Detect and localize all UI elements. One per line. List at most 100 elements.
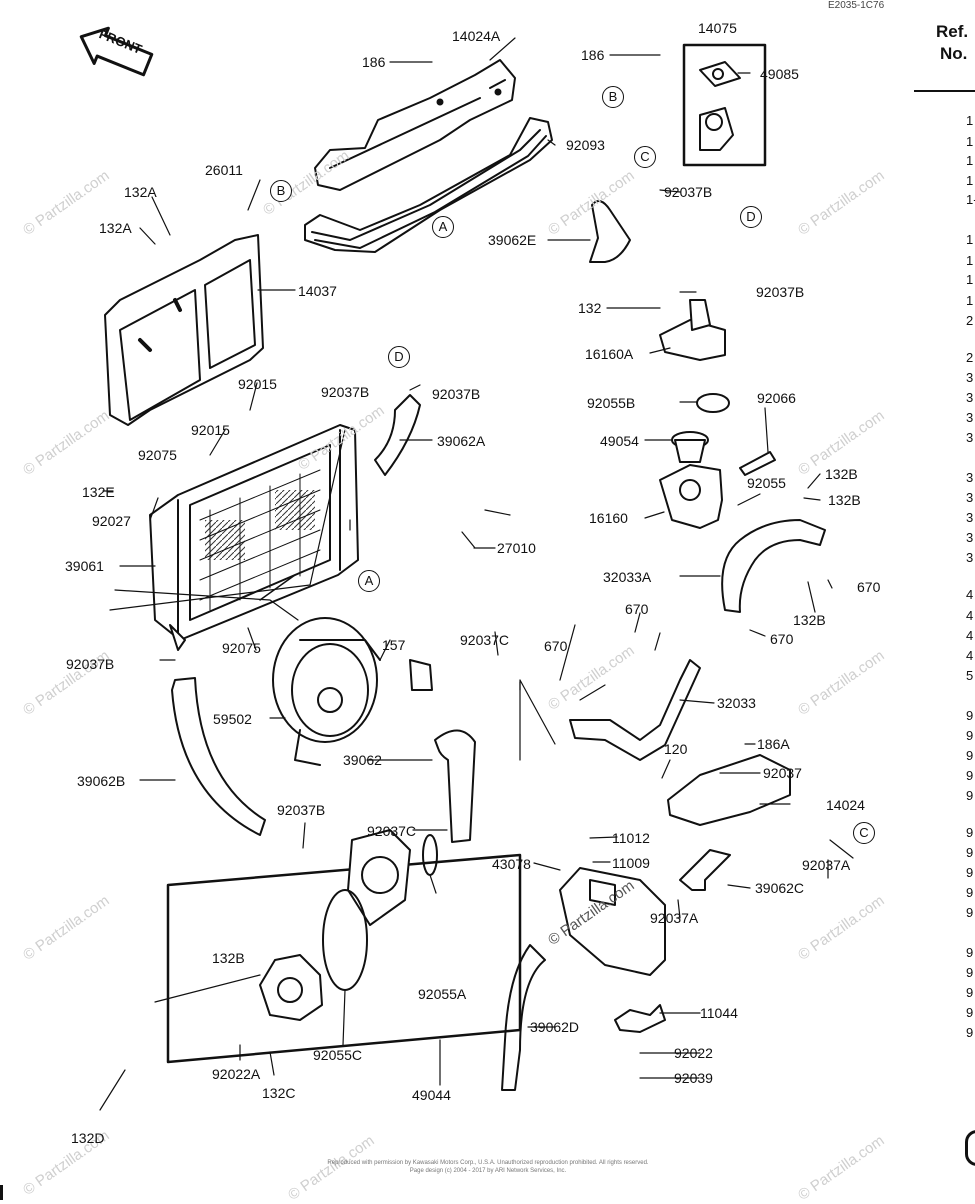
- thermostat-housing-box: [682, 43, 767, 167]
- part-label-16160A: 16160A: [585, 346, 634, 362]
- front-arrow-icon: [79, 26, 154, 77]
- part-label-14037: 14037: [298, 283, 337, 299]
- part-label-92075: 92075: [222, 640, 261, 656]
- ref-number: 9: [966, 788, 974, 803]
- callout-d: D: [740, 206, 762, 228]
- part-label-132B: 132B: [793, 612, 826, 628]
- radiator-grille-part: [104, 234, 264, 426]
- ref-number: 1-: [966, 192, 975, 207]
- part-label-39062D: 39062D: [530, 1019, 580, 1035]
- radiator-cover-part: [314, 59, 516, 191]
- ref-number: 1: [966, 153, 974, 168]
- part-label-49085: 49085: [760, 66, 799, 82]
- ref-number: 1: [966, 293, 974, 308]
- ref-number-column: Ref. No. 11111-1111223333333334444599999…: [912, 0, 975, 1200]
- ref-number: 3: [966, 550, 974, 565]
- ref-number: 9: [966, 845, 974, 860]
- part-label-39061: 39061: [65, 558, 104, 574]
- ref-number: 2: [966, 313, 974, 328]
- ref-number: 1: [966, 134, 974, 149]
- footer-line-2: Page design (c) 2004 - 2017 by ARI Netwo…: [409, 1168, 567, 1174]
- footer-line-1: Reproduced with permission by Kawasaki M…: [327, 1160, 649, 1166]
- ref-number: 3: [966, 470, 974, 485]
- ref-divider: [914, 90, 975, 92]
- ref-number: 9: [966, 885, 974, 900]
- part-label-39062: 39062: [343, 752, 382, 768]
- ref-number: 3: [966, 370, 974, 385]
- part-label-49044: 49044: [412, 1087, 451, 1103]
- callout-c: C: [634, 146, 656, 168]
- part-label-92093: 92093: [566, 137, 605, 153]
- part-label-132B: 132B: [825, 466, 858, 482]
- temperature-sensor-part: [739, 451, 776, 476]
- ref-heading: No.: [940, 44, 968, 63]
- part-label-92037B: 92037B: [756, 284, 805, 300]
- part-label-39062E: 39062E: [488, 232, 537, 248]
- part-label-32033: 32033: [717, 695, 756, 711]
- part-label-92039: 92039: [674, 1070, 713, 1086]
- part-label-92037C: 92037C: [460, 632, 510, 648]
- part-label-132E: 132E: [82, 484, 115, 500]
- thermostat-cap-part: [699, 61, 741, 151]
- ref-number: 3: [966, 530, 974, 545]
- part-label-11009: 11009: [612, 855, 650, 871]
- part-label-39062C: 39062C: [755, 880, 805, 896]
- part-label-43078: 43078: [492, 856, 531, 872]
- hose-39062E-part: [589, 200, 631, 263]
- ref-number: 3: [966, 410, 974, 425]
- callout-a: A: [432, 216, 454, 238]
- part-label-92037B: 92037B: [664, 184, 713, 200]
- o-ring-part: [696, 393, 730, 413]
- ref-number: 9: [966, 905, 974, 920]
- part-label-92037A: 92037A: [802, 857, 851, 873]
- part-label-670: 670: [625, 601, 649, 617]
- part-label-92066: 92066: [757, 390, 796, 406]
- ref-number: 3: [966, 510, 974, 525]
- part-label-132B: 132B: [828, 492, 861, 508]
- part-label-39062B: 39062B: [77, 773, 126, 789]
- ref-number: 9: [966, 768, 974, 783]
- ref-number: 5: [966, 668, 974, 683]
- part-label-14075: 14075: [698, 20, 737, 36]
- part-label-186: 186: [362, 54, 386, 70]
- ref-number: 9: [966, 1005, 974, 1020]
- diagram-code: E2035-1C76: [828, 0, 885, 11]
- hose-39062A-part: [374, 394, 421, 476]
- ref-number: 9: [966, 865, 974, 880]
- cooling-fan-part: [272, 617, 433, 766]
- part-label-11044: 11044: [700, 1005, 738, 1021]
- ref-number: 4: [966, 587, 974, 602]
- callout-d: D: [388, 346, 410, 368]
- ref-number: 4: [966, 628, 974, 643]
- part-label-92055B: 92055B: [587, 395, 636, 411]
- part-label-92055A: 92055A: [418, 986, 467, 1002]
- thermostat-housing-part: [659, 464, 723, 529]
- bracket-part: [614, 1004, 666, 1033]
- part-label-59502: 59502: [213, 711, 252, 727]
- part-label-132A: 132A: [124, 184, 157, 200]
- water-pump-part: [259, 574, 438, 1021]
- part-label-132B: 132B: [212, 950, 245, 966]
- part-label-92027: 92027: [92, 513, 131, 529]
- ref-number: 1: [966, 232, 974, 247]
- part-label-32033A: 32033A: [603, 569, 652, 585]
- ref-number: 9: [966, 728, 974, 743]
- ref-number: 3: [966, 490, 974, 505]
- part-label-92037B: 92037B: [432, 386, 481, 402]
- ref-heading: Ref.: [936, 22, 969, 41]
- callout-c: C: [853, 822, 875, 844]
- water-pipe-32033A-part: [721, 519, 826, 613]
- ref-number: 1: [966, 253, 974, 268]
- leader-lines: [99, 37, 854, 1111]
- part-label-132C: 132C: [262, 1085, 296, 1101]
- hose-39062-part: [434, 729, 476, 843]
- part-label-92055: 92055: [747, 475, 786, 491]
- part-label-26011: 26011: [205, 162, 243, 178]
- part-label-14024A: 14024A: [452, 28, 501, 44]
- part-label-92037B: 92037B: [66, 656, 115, 672]
- part-label-132A: 132A: [99, 220, 132, 236]
- callout-b: B: [270, 180, 292, 202]
- part-label-92037C: 92037C: [367, 823, 417, 839]
- ref-number: 9: [966, 945, 974, 960]
